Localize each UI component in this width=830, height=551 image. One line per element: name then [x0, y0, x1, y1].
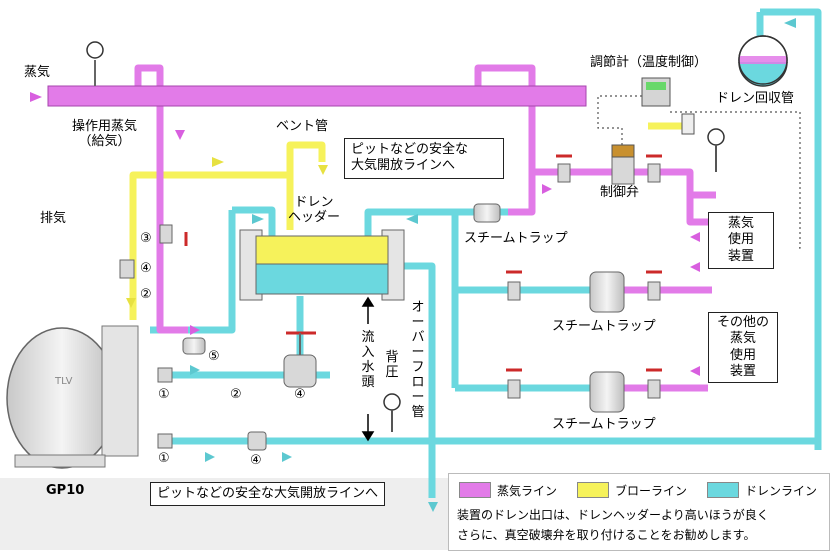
- legend-steam-label: 蒸気ライン: [497, 484, 558, 498]
- label-operating-steam: 操作用蒸気 （給気）: [72, 119, 138, 149]
- steam-main-header: [47, 85, 587, 107]
- label-exhaust: 排気: [40, 211, 67, 226]
- steam-lines: [134, 64, 716, 392]
- blow-lines: [129, 122, 688, 320]
- marker-2b: ②: [230, 387, 242, 402]
- legend-drain-label: ドレンライン: [745, 484, 818, 498]
- label-drain-recovery: ドレン回収管: [716, 91, 795, 106]
- safe-vent-box-bottom: ピットなどの安全な大気開放ラインへ: [150, 482, 386, 507]
- drain-header-vessel: [239, 229, 405, 301]
- label-steam: 蒸気: [24, 65, 51, 80]
- marker-4a: ④: [140, 261, 152, 276]
- label-gp10: GP10: [46, 483, 85, 498]
- legend-drain-swatch: [707, 482, 739, 498]
- marker-1b: ①: [158, 451, 170, 466]
- other-equipment-box: その他の 蒸気 使用 装置: [708, 312, 778, 383]
- label-control-valve: 制御弁: [600, 185, 640, 200]
- label-back-pressure: 背圧: [385, 350, 399, 380]
- temperature-sensor: [681, 113, 695, 135]
- label-vent-pipe: ベント管: [276, 119, 329, 134]
- legend-steam-swatch: [459, 482, 491, 498]
- steam-equipment-box: 蒸気 使用 装置: [708, 212, 774, 269]
- label-overflow-pipe: オーバーフロー管: [411, 300, 425, 420]
- label-steam-trap-top: スチームトラップ: [464, 231, 568, 246]
- legend-note-1: 装置のドレン出口は、ドレンヘッダーより高いほうが良く: [457, 508, 769, 522]
- svg-text:TLV: TLV: [54, 376, 73, 387]
- safe-vent-box-top: ピットなどの安全な 大気開放ラインへ: [344, 138, 504, 179]
- label-steam-trap-mid: スチームトラップ: [552, 319, 656, 334]
- inflow-head-arrows: [361, 296, 375, 442]
- marker-5: ⑤: [208, 349, 220, 364]
- control-signal-lines: [597, 95, 801, 249]
- legend-blow-swatch: [577, 482, 609, 498]
- label-steam-trap-bot: スチームトラップ: [552, 417, 656, 432]
- label-drain-header: ドレン ヘッダー: [288, 195, 341, 225]
- gp10-pump-body: TLV: [6, 325, 139, 469]
- steam-trap-bodies: [182, 203, 625, 413]
- label-controller: 調節計（温度制御）: [590, 55, 708, 70]
- marker-2a: ②: [140, 287, 152, 302]
- legend-drain: ドレンライン: [707, 482, 817, 499]
- marker-3: ③: [140, 231, 152, 246]
- legend-steam: 蒸気ライン: [459, 482, 557, 499]
- legend-blow-label: ブローライン: [615, 484, 688, 498]
- legend-note-2: さらに、真空破壊弁を取り付けることをお勧めします。: [457, 528, 756, 542]
- marker-4c: ④: [250, 453, 262, 468]
- drain-recovery-tank: [738, 35, 788, 87]
- valves: [119, 155, 661, 451]
- marker-4b: ④: [294, 387, 306, 402]
- legend-blow: ブローライン: [577, 482, 687, 499]
- label-inflow-head: 流入水頭: [361, 330, 375, 390]
- flow-arrows: [30, 18, 796, 512]
- marker-1a: ①: [158, 387, 170, 402]
- legend: 蒸気ライン ブローライン ドレンライン 装置のドレン出口は、ドレンヘッダーより高…: [448, 473, 830, 551]
